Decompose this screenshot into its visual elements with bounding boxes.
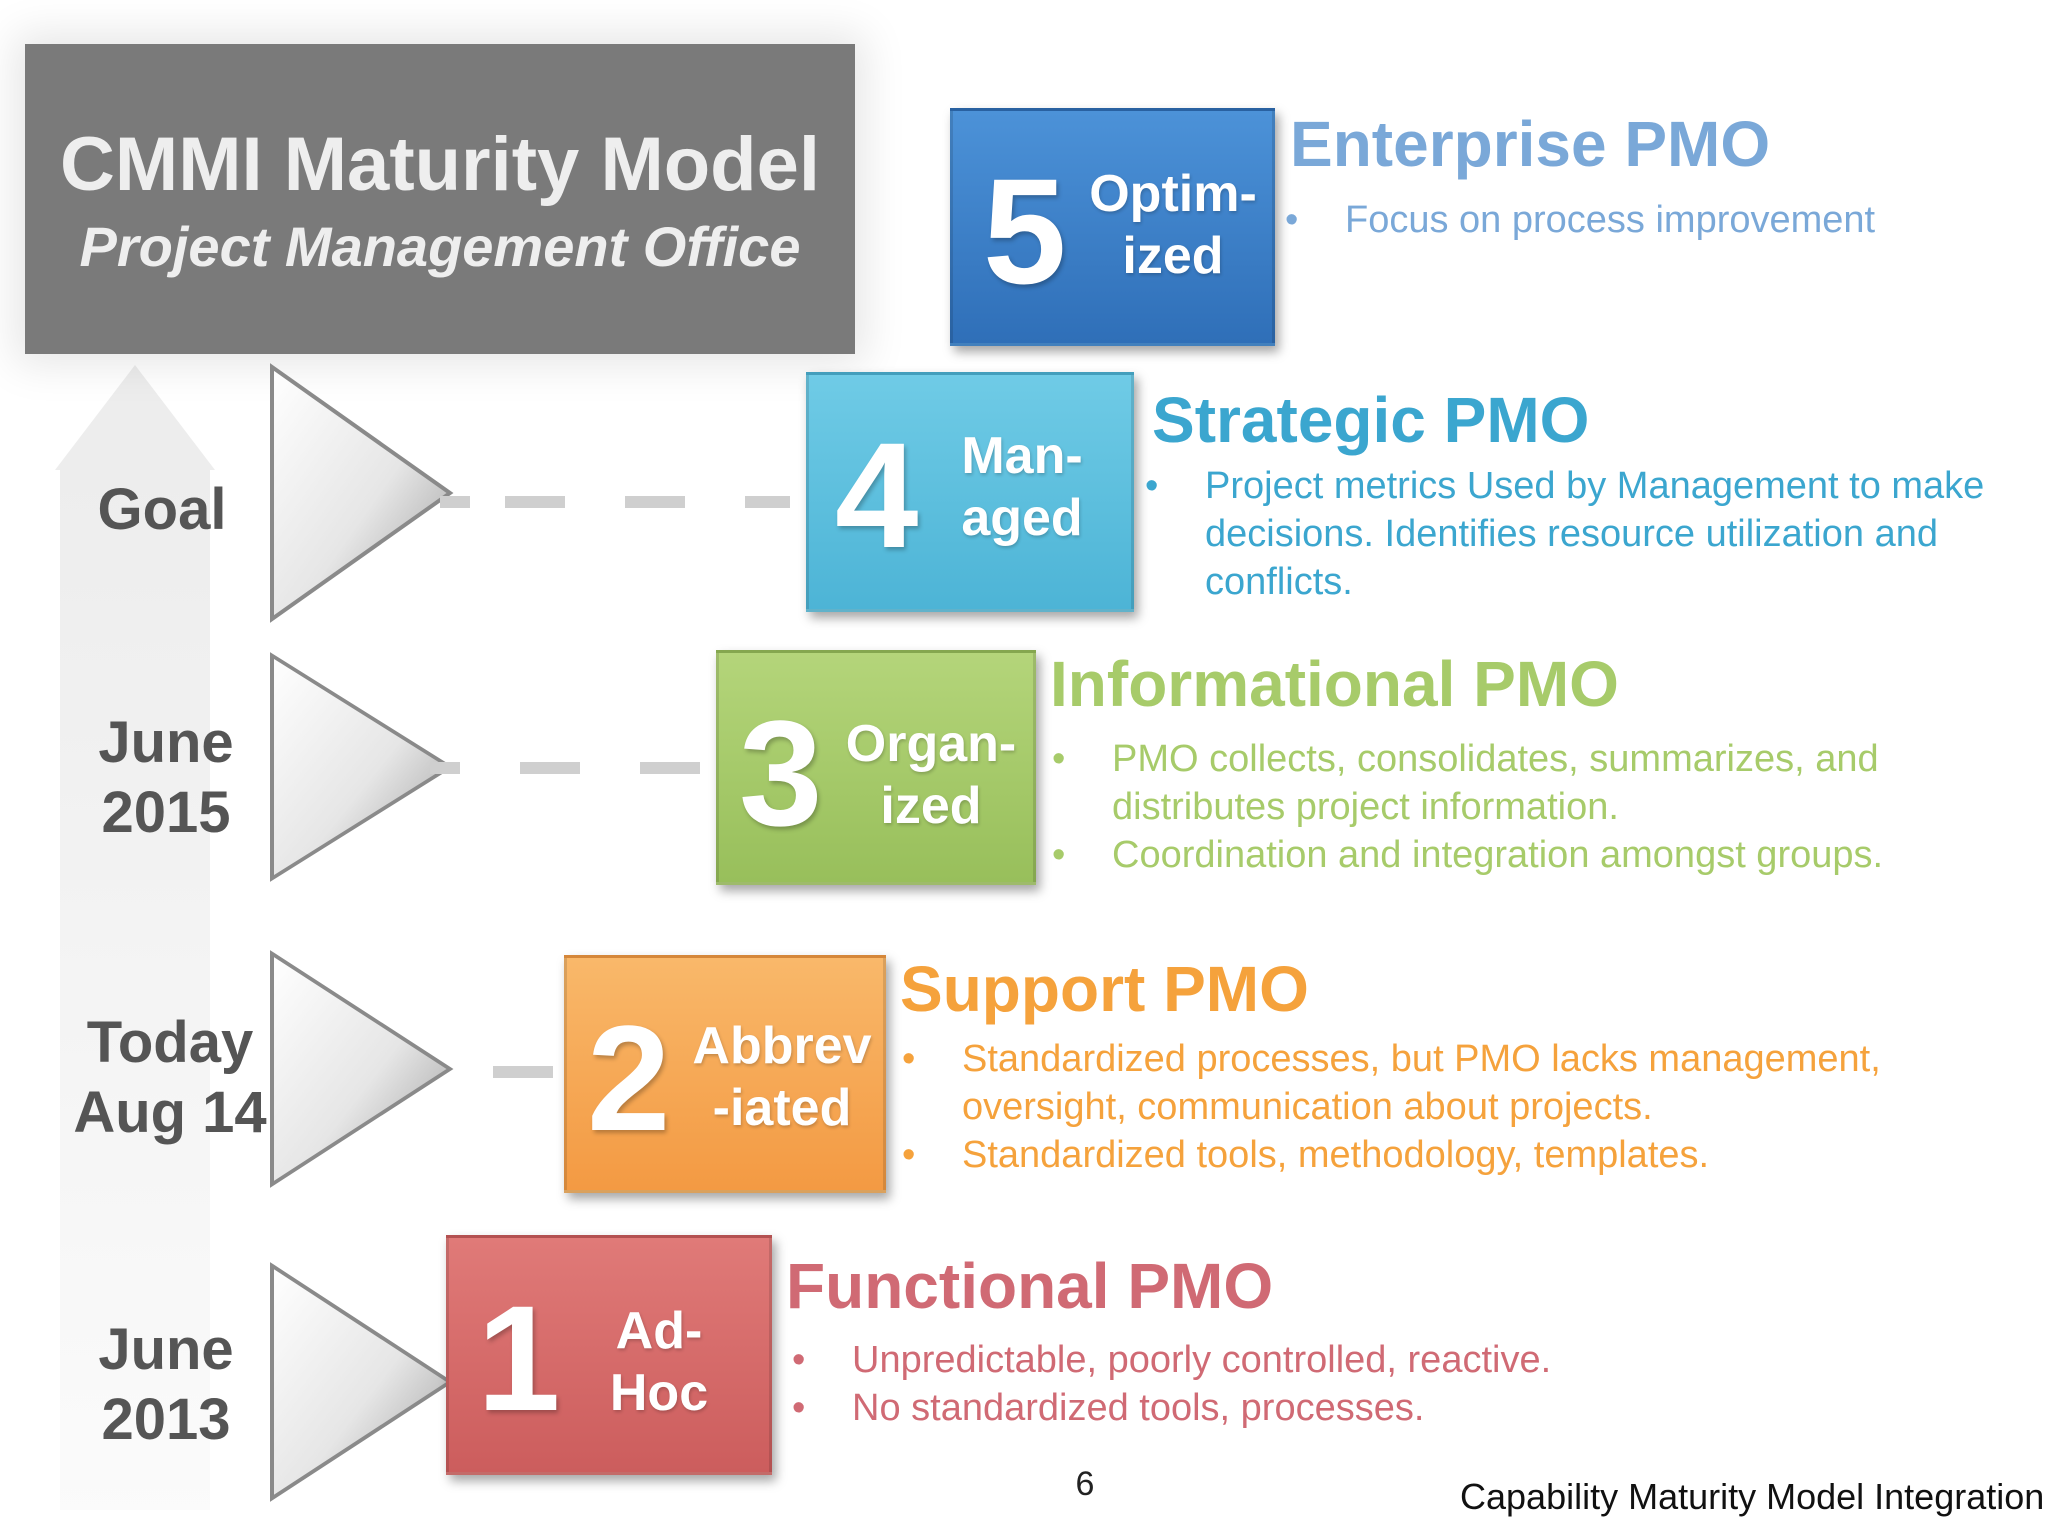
bullet-item: Focus on process improvement xyxy=(1285,196,2005,244)
footer-text: Capability Maturity Model Integration xyxy=(1460,1476,2045,1517)
timeline-label-june-2013: June 2013 xyxy=(98,1317,234,1452)
timeline-label-goal: Goal xyxy=(97,477,227,542)
connector-dash xyxy=(493,1066,553,1078)
connector-dash xyxy=(625,496,685,508)
level-name: Abbrev -iated xyxy=(692,1017,872,1137)
title-box: CMMI Maturity Model Project Management O… xyxy=(25,44,855,354)
timeline-arrow-head xyxy=(55,365,215,470)
level-3-box: 3 Organ- ized xyxy=(716,650,1036,885)
pmo-title-functional: Functional PMO xyxy=(786,1250,1274,1322)
timeline-label-today: Today Aug 14 xyxy=(73,1010,267,1145)
page-title: CMMI Maturity Model xyxy=(60,122,820,207)
pmo-title-support: Support PMO xyxy=(900,953,1309,1025)
pmo-title-informational: Informational PMO xyxy=(1050,648,1619,720)
level-number: 2 xyxy=(587,994,671,1162)
pmo-bullets-informational: PMO collects, consolidates, summarizes, … xyxy=(1052,735,2012,879)
bullet-item: No standardized tools, processes. xyxy=(792,1384,1792,1432)
connector-dash xyxy=(505,496,565,508)
connector-dash xyxy=(520,762,580,774)
level-number: 5 xyxy=(983,147,1067,315)
timeline-arrow xyxy=(60,470,210,1510)
connector-dash xyxy=(440,496,470,508)
pmo-bullets-functional: Unpredictable, poorly controlled, reacti… xyxy=(792,1336,1792,1432)
timeline-label-june-2015: June 2015 xyxy=(98,710,234,845)
timeline-triangle-goal xyxy=(268,363,458,623)
pmo-title-enterprise: Enterprise PMO xyxy=(1290,108,1771,180)
level-4-box: 4 Man- aged xyxy=(806,372,1134,612)
bullet-item: PMO collects, consolidates, summarizes, … xyxy=(1052,735,2012,831)
bullet-item: Standardized tools, methodology, templat… xyxy=(902,1131,1902,1179)
bullet-item: Unpredictable, poorly controlled, reacti… xyxy=(792,1336,1792,1384)
level-1-box: 1 Ad- Hoc xyxy=(446,1235,772,1475)
timeline-triangle-june-2015 xyxy=(268,652,458,882)
level-number: 4 xyxy=(835,411,919,579)
pmo-title-strategic: Strategic PMO xyxy=(1152,384,1590,456)
connector-dash xyxy=(745,496,790,508)
level-name: Man- aged xyxy=(961,427,1083,547)
timeline-triangle-today xyxy=(268,950,458,1188)
bullet-item: Standardized processes, but PMO lacks ma… xyxy=(902,1035,1902,1131)
timeline-triangle-june-2013 xyxy=(268,1262,458,1502)
level-5-box: 5 Optim- ized xyxy=(950,108,1275,346)
level-number: 1 xyxy=(477,1274,561,1442)
bullet-item: Project metrics Used by Management to ma… xyxy=(1145,462,2035,606)
pmo-bullets-enterprise: Focus on process improvement xyxy=(1285,196,2005,244)
connector-dash xyxy=(430,762,460,774)
level-name: Organ- ized xyxy=(845,715,1017,835)
page-number: 6 xyxy=(1075,1465,1095,1503)
level-number: 3 xyxy=(739,689,823,857)
page-subtitle: Project Management Office xyxy=(79,215,801,278)
connector-dash xyxy=(640,762,700,774)
level-name: Optim- ized xyxy=(1089,165,1257,285)
level-2-box: 2 Abbrev -iated xyxy=(564,955,886,1193)
level-name: Ad- Hoc xyxy=(609,1302,709,1422)
pmo-bullets-support: Standardized processes, but PMO lacks ma… xyxy=(902,1035,1902,1179)
pmo-bullets-strategic: Project metrics Used by Management to ma… xyxy=(1145,462,2035,606)
bullet-item: Coordination and integration amongst gro… xyxy=(1052,831,2012,879)
